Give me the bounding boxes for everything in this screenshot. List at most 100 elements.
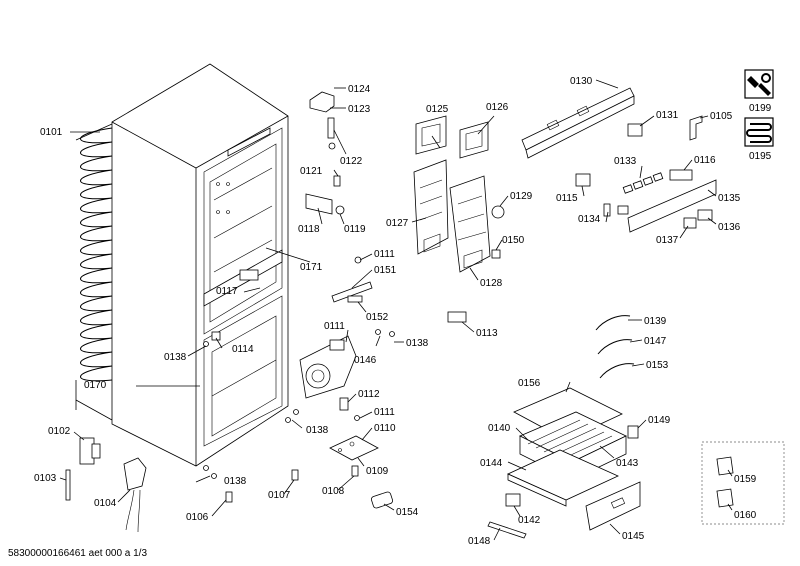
part-0125 xyxy=(415,115,447,155)
label-0146: 0146 xyxy=(354,355,377,366)
part-0111-b xyxy=(354,415,360,421)
label-0121: 0121 xyxy=(300,166,323,177)
part-0154 xyxy=(371,491,393,509)
label-0138-c: 0138 xyxy=(306,425,329,436)
fridge-cabinet xyxy=(111,63,289,467)
label-0114: 0114 xyxy=(232,344,254,355)
label-0111-a: 0111 xyxy=(374,249,395,260)
label-0145: 0145 xyxy=(622,531,645,542)
label-0152: 0152 xyxy=(366,312,389,323)
label-0101: 0101 xyxy=(40,127,63,138)
part-0135 xyxy=(627,179,717,233)
part-0138-a xyxy=(203,341,209,347)
part-0151 xyxy=(331,281,373,303)
document-id: 58300000166461 aet 000 a 1/3 xyxy=(8,548,147,559)
label-0116: 0116 xyxy=(694,155,716,166)
label-0154: 0154 xyxy=(396,507,419,518)
label-0199: 0199 xyxy=(749,103,772,114)
label-0139: 0139 xyxy=(644,316,667,327)
label-0130: 0130 xyxy=(570,76,593,87)
part-0106 xyxy=(225,491,233,503)
label-0156: 0156 xyxy=(518,378,541,389)
label-0111-c: 0111 xyxy=(374,407,395,418)
label-0113: 0113 xyxy=(476,328,498,339)
part-0111-a xyxy=(354,256,362,264)
part-0129 xyxy=(491,205,505,219)
part-0127 xyxy=(413,159,449,255)
label-0126: 0126 xyxy=(486,102,509,113)
part-0128 xyxy=(449,175,491,273)
label-0129: 0129 xyxy=(510,191,533,202)
part-0114 xyxy=(211,331,221,341)
label-0122: 0122 xyxy=(340,156,363,167)
label-0109: 0109 xyxy=(366,466,389,477)
label-0111-b: 0111 xyxy=(324,321,345,332)
label-0143: 0143 xyxy=(616,458,639,469)
label-0195: 0195 xyxy=(749,151,772,162)
part-0121 xyxy=(333,175,341,187)
part-0109 xyxy=(329,435,379,461)
label-0137: 0137 xyxy=(656,235,679,246)
label-0135: 0135 xyxy=(718,193,741,204)
part-0148 xyxy=(487,521,527,539)
leader-lines xyxy=(59,79,733,541)
part-0146 xyxy=(299,335,357,399)
label-0104: 0104 xyxy=(94,498,117,509)
part-0131 xyxy=(627,123,643,137)
optional-parts-box xyxy=(701,441,785,525)
label-0140: 0140 xyxy=(488,423,511,434)
part-0124 xyxy=(309,91,335,113)
label-0103: 0103 xyxy=(34,473,57,484)
label-0149: 0149 xyxy=(648,415,671,426)
label-0108: 0108 xyxy=(322,486,345,497)
part-0138-c xyxy=(203,465,209,471)
label-0159: 0159 xyxy=(734,474,757,485)
label-0112: 0112 xyxy=(358,389,380,400)
condenser-coil xyxy=(75,123,113,421)
coil-icon xyxy=(744,117,774,147)
part-0152 xyxy=(347,295,363,303)
label-0150: 0150 xyxy=(502,235,525,246)
part-0103 xyxy=(65,469,71,501)
label-0124: 0124 xyxy=(348,84,371,95)
label-0147: 0147 xyxy=(644,336,667,347)
part-labels: 0101 0102 0103 0104 0105 0106 0107 0108 … xyxy=(34,76,772,547)
part-0105 xyxy=(689,115,703,141)
label-0115: 0115 xyxy=(556,193,578,204)
part-0123 xyxy=(327,117,335,139)
label-0138-b: 0138 xyxy=(406,338,429,349)
label-0107: 0107 xyxy=(268,490,291,501)
label-0102: 0102 xyxy=(48,426,71,437)
label-0138-d: 0138 xyxy=(224,476,247,487)
label-0148: 0148 xyxy=(468,536,491,547)
label-0119: 0119 xyxy=(344,224,366,235)
part-0115 xyxy=(575,173,591,187)
part-0116 xyxy=(669,169,693,181)
part-0137 xyxy=(683,217,697,229)
part-0136 xyxy=(697,209,713,221)
part-0108 xyxy=(351,465,359,477)
label-0123: 0123 xyxy=(348,104,371,115)
part-0133 xyxy=(622,172,664,194)
label-0171: 0171 xyxy=(300,262,323,273)
label-0134: 0134 xyxy=(578,214,601,225)
label-0138-a: 0138 xyxy=(164,352,187,363)
part-0112 xyxy=(339,397,349,411)
part-0107 xyxy=(291,469,299,481)
part-0104 xyxy=(123,457,147,533)
label-0118: 0118 xyxy=(298,224,320,235)
label-0136: 0136 xyxy=(718,222,741,233)
part-0149 xyxy=(627,425,639,439)
part-0139 xyxy=(595,315,631,331)
label-0127: 0127 xyxy=(386,218,409,229)
part-0138-b xyxy=(285,417,291,423)
part-0150 xyxy=(491,249,501,259)
part-0130 xyxy=(521,87,635,159)
label-0131: 0131 xyxy=(656,110,679,121)
part-0134 xyxy=(603,203,611,217)
label-0106: 0106 xyxy=(186,512,209,523)
label-0151: 0151 xyxy=(374,265,397,276)
label-0170: 0170 xyxy=(84,380,107,391)
part-0118 xyxy=(305,193,333,215)
